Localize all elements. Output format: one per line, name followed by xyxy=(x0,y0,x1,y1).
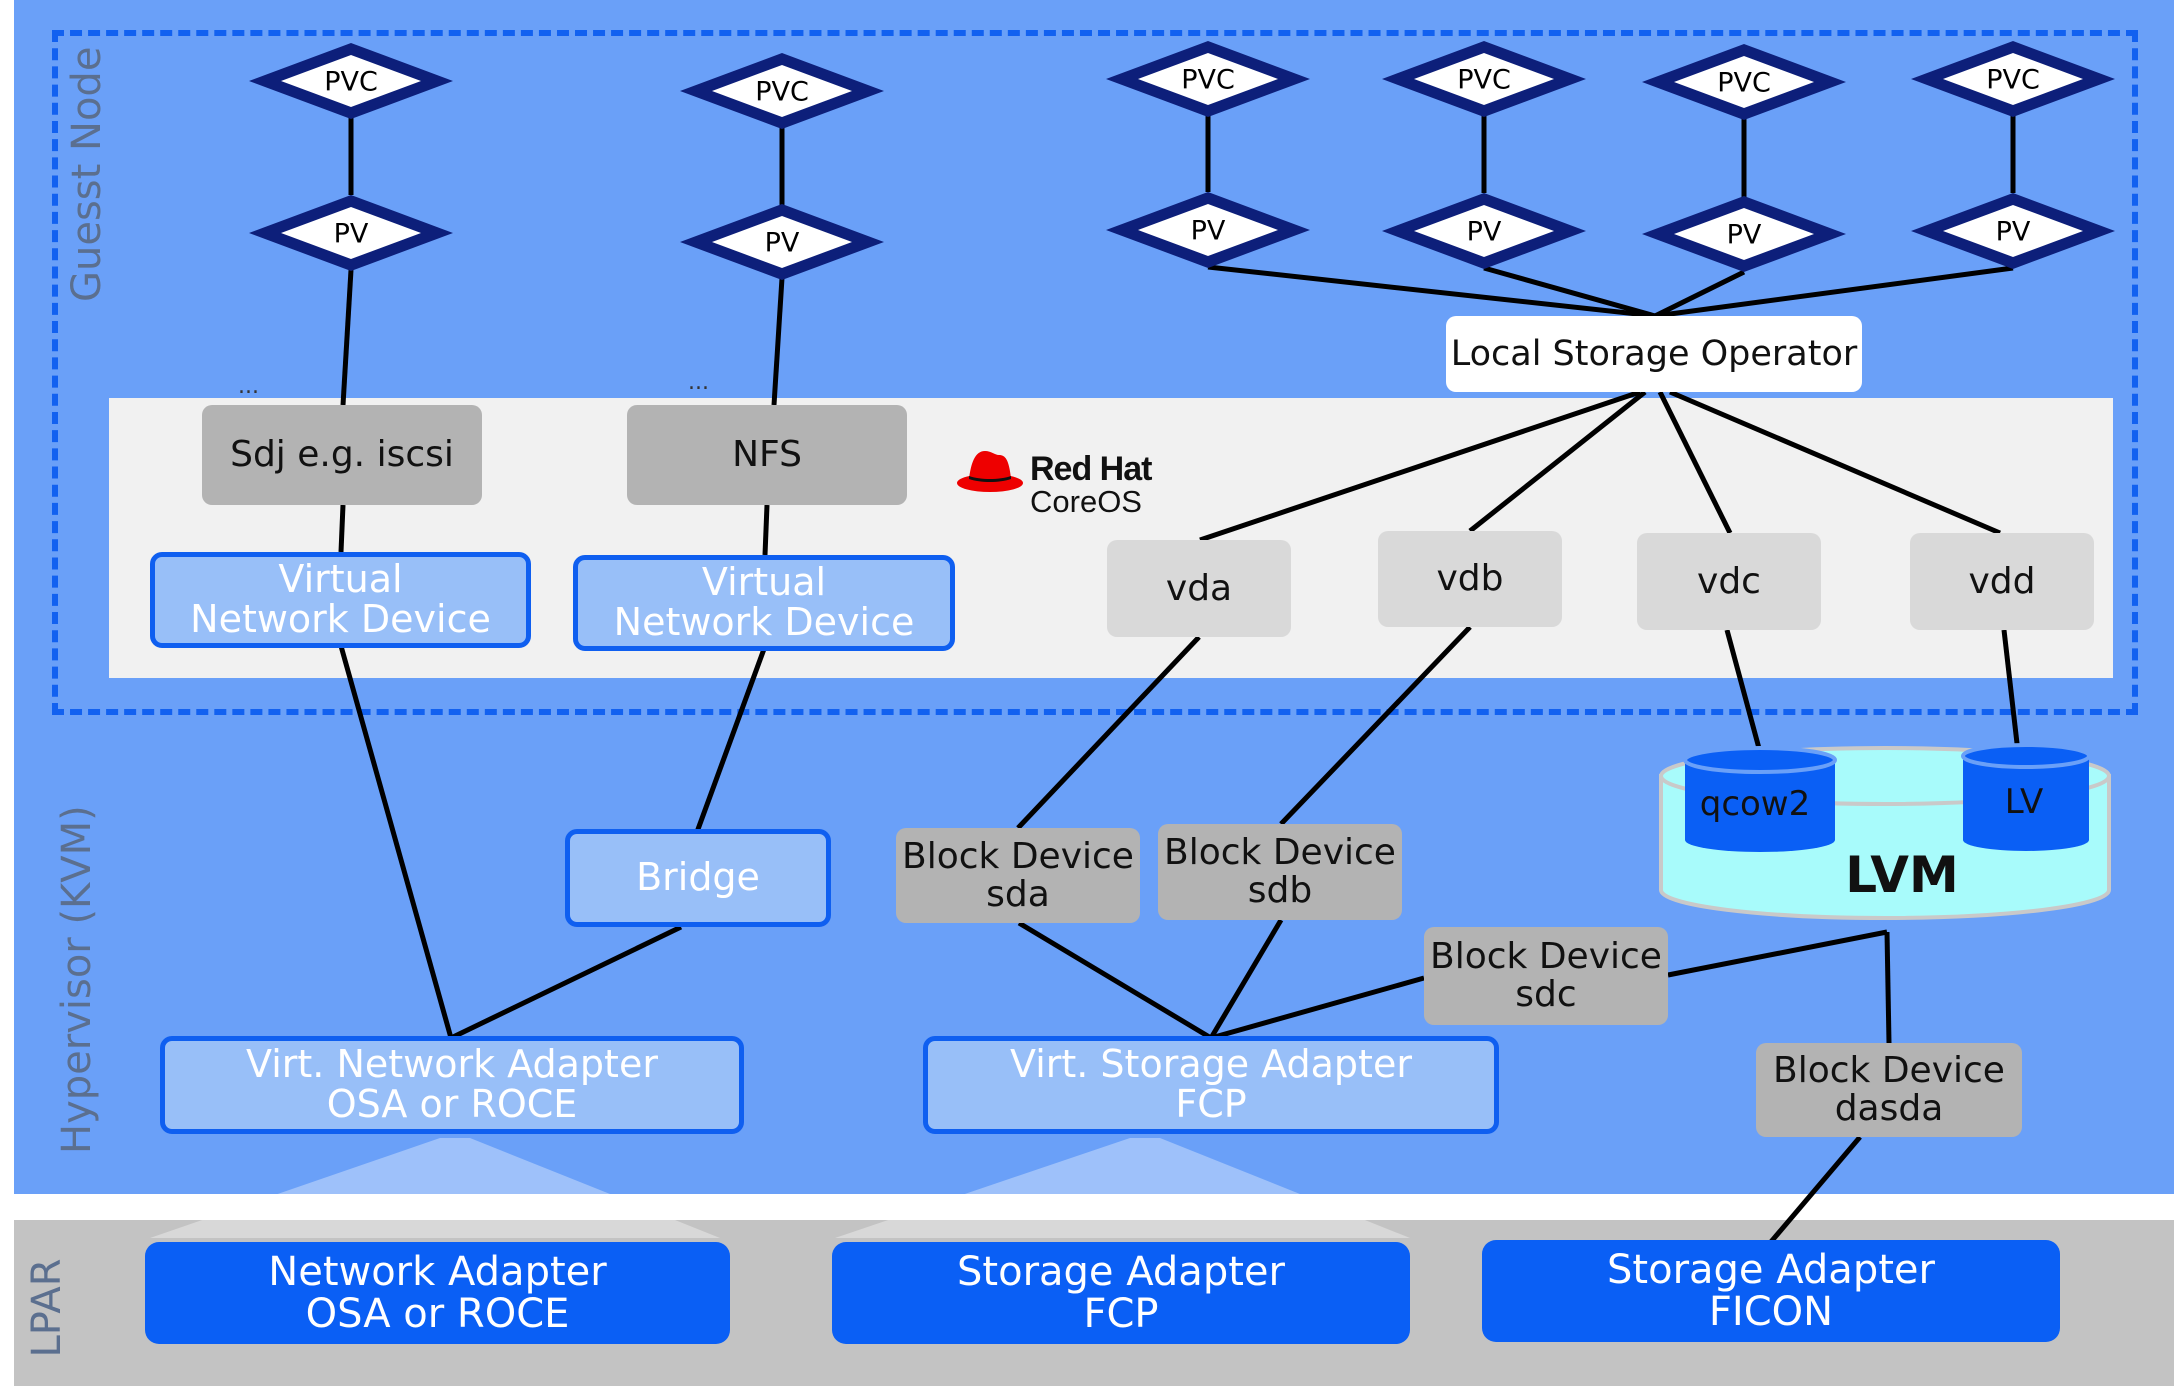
block-device-sdb-title: Block Device xyxy=(1164,832,1396,874)
virt-network-adapter: Virt. Network Adapter OSA or ROCE xyxy=(160,1036,744,1134)
pvc-label-4: PVC xyxy=(1457,65,1511,96)
lpar-network-adapter: Network Adapter OSA or ROCE xyxy=(145,1242,730,1344)
block-device-sda: Block Device sda xyxy=(896,828,1140,923)
virt-storage-adapter: Virt. Storage Adapter FCP xyxy=(923,1036,1499,1134)
ellipsis-marker-2: ... xyxy=(688,370,709,395)
block-device-sdb-name: sdb xyxy=(1247,870,1313,911)
lpar-network-adapter-line1: Network Adapter xyxy=(268,1249,607,1295)
pvc-label-5: PVC xyxy=(1717,68,1771,99)
pvc-diamond-2 xyxy=(680,53,884,129)
pvc-diamond-6 xyxy=(1911,41,2115,117)
virt-storage-adapter-line2: FCP xyxy=(1175,1082,1247,1126)
coreos-logo: Red Hat CoreOS xyxy=(1030,450,1152,519)
block-device-sdb: Block Device sdb xyxy=(1158,824,1402,920)
virtual-network-device-2-line1: Virtual xyxy=(701,560,827,605)
storage-passthrough-beam xyxy=(835,1138,1410,1238)
virtual-network-device-1-line1: Virtual xyxy=(278,557,403,602)
pv-label-4: PV xyxy=(1467,217,1502,248)
local-storage-operator: Local Storage Operator xyxy=(1446,316,1862,392)
block-device-sdc: Block Device sdc xyxy=(1424,927,1668,1025)
vdc-device: vdc xyxy=(1637,533,1821,630)
virtual-network-device-2: Virtual Network Device xyxy=(573,555,955,651)
lv-volume xyxy=(1961,743,2091,851)
pv-diamond-2 xyxy=(680,204,884,280)
pv-label-5: PV xyxy=(1727,220,1762,251)
virtual-network-device-2-line2: Network Device xyxy=(613,600,915,644)
pv-diamond-5 xyxy=(1642,196,1846,272)
block-device-dasda: Block Device dasda xyxy=(1756,1043,2022,1137)
pv-label-2: PV xyxy=(765,228,800,259)
virtual-network-device-1-line2: Network Device xyxy=(190,597,491,641)
lpar-storage-adapter-ficon-line1: Storage Adapter xyxy=(1607,1247,1935,1293)
qcow2-volume xyxy=(1683,746,1837,852)
pv-label-3: PV xyxy=(1191,216,1226,247)
virt-network-adapter-line1: Virt. Network Adapter xyxy=(246,1042,658,1087)
qcow2-label: qcow2 xyxy=(1700,784,1811,824)
block-device-dasda-name: dasda xyxy=(1834,1088,1944,1129)
lpar-storage-adapter-ficon: Storage Adapter FICON xyxy=(1482,1240,2060,1342)
pvc-diamond-3 xyxy=(1106,41,1310,117)
pv-diamond-1 xyxy=(249,195,453,271)
lpar-storage-adapter-fcp-line2: FCP xyxy=(1083,1291,1159,1337)
coreos-logo-brand: Red Hat xyxy=(1030,450,1152,488)
vdb-device: vdb xyxy=(1378,531,1562,627)
pvc-label-2: PVC xyxy=(755,77,809,108)
bridge: Bridge xyxy=(565,829,831,927)
guest-node-boundary xyxy=(52,30,2138,715)
block-device-sdc-name: sdc xyxy=(1515,974,1577,1015)
coreos-logo-product: CoreOS xyxy=(1030,484,1142,519)
red-hat-fedora-icon xyxy=(957,451,1023,492)
connector-lines xyxy=(338,115,2021,1245)
ellipsis-marker-1: ... xyxy=(238,374,259,399)
lpar-storage-adapter-fcp: Storage Adapter FCP xyxy=(832,1242,1410,1344)
pvc-label-1: PVC xyxy=(324,67,378,98)
block-device-sda-title: Block Device xyxy=(902,835,1134,877)
pvc-diamond-1 xyxy=(249,43,453,119)
block-device-sdc-title: Block Device xyxy=(1430,936,1662,978)
lv-label: LV xyxy=(2005,782,2043,822)
pv-diamond-3 xyxy=(1106,192,1310,268)
pv-diamond-4 xyxy=(1382,193,1586,269)
nfs-device: NFS xyxy=(627,405,907,505)
pvc-label-3: PVC xyxy=(1181,65,1235,96)
block-device-dasda-title: Block Device xyxy=(1773,1050,2005,1092)
vda-device: vda xyxy=(1107,540,1291,637)
lvm-label: LVM xyxy=(1845,846,1958,904)
lpar-storage-adapter-fcp-line1: Storage Adapter xyxy=(957,1249,1285,1295)
pv-label-1: PV xyxy=(334,219,369,250)
network-passthrough-beam xyxy=(150,1138,720,1238)
pvc-label-6: PVC xyxy=(1986,65,2040,96)
lvm-volume-group: qcow2 LV LVM xyxy=(1659,743,2111,920)
lpar-storage-adapter-ficon-line2: FICON xyxy=(1708,1289,1834,1335)
pv-diamond-6 xyxy=(1911,193,2115,269)
virt-storage-adapter-line1: Virt. Storage Adapter xyxy=(1010,1042,1412,1087)
lpar-network-adapter-line2: OSA or ROCE xyxy=(305,1291,570,1337)
pvc-diamond-5 xyxy=(1642,44,1846,120)
virt-network-adapter-line2: OSA or ROCE xyxy=(326,1082,578,1126)
vdd-device: vdd xyxy=(1910,533,2094,630)
virtual-network-device-1: Virtual Network Device xyxy=(150,552,531,648)
block-device-sda-name: sda xyxy=(986,873,1050,915)
pvc-diamond-4 xyxy=(1382,41,1586,117)
pv-label-6: PV xyxy=(1996,217,2031,248)
sdj-device: Sdj e.g. iscsi xyxy=(202,405,482,505)
